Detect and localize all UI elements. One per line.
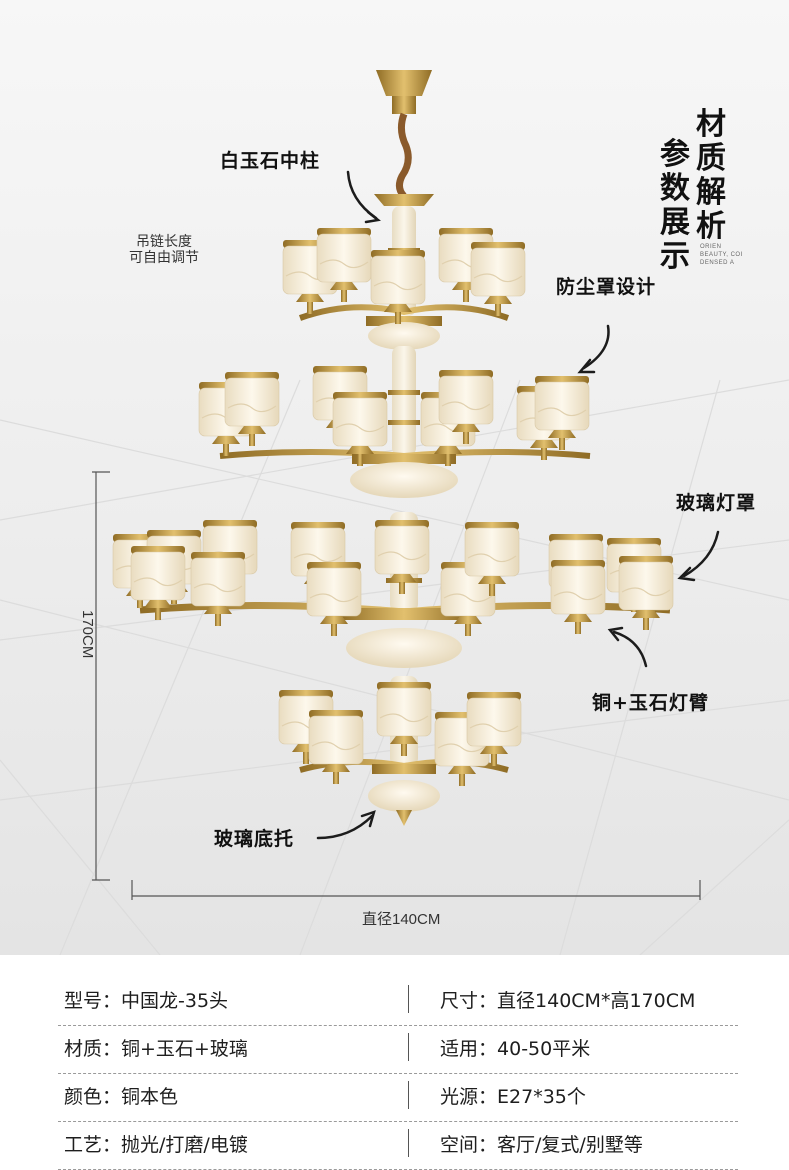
spec-value: 40-50平米	[497, 1037, 591, 1060]
spec-row: 工艺： 抛光/打磨/电镀 空间： 客厅/复式/别墅等	[58, 1117, 738, 1170]
chandelier-illustration	[0, 70, 789, 955]
callout-dust-cover: 防尘罩设计	[556, 276, 657, 298]
spec-value: 直径140CM*高170CM	[497, 989, 696, 1012]
product-stage: 白玉石中柱 防尘罩设计 玻璃灯罩 铜+玉石灯臂 玻璃底托 吊链长度 可自由调节 …	[0, 0, 789, 955]
chain-note-line2: 可自由调节	[129, 250, 199, 266]
spec-key: 材质：	[64, 1037, 122, 1060]
chain-note-line1: 吊链长度	[136, 234, 192, 250]
spec-divider	[408, 1081, 409, 1109]
callout-copper-jade-arm: 铜+玉石灯臂	[592, 692, 709, 714]
chain-length-note: 吊链长度 可自由调节	[104, 234, 224, 266]
height-dimension-label: 170CM	[79, 610, 96, 659]
spec-key: 型号：	[64, 989, 122, 1012]
spec-key: 空间：	[440, 1133, 498, 1156]
spec-value: 客厅/复式/别墅等	[497, 1133, 643, 1156]
spec-key: 颜色：	[64, 1085, 122, 1108]
side-title: 材 质 解 析 参 数 展 示	[658, 107, 738, 274]
spec-divider	[408, 985, 409, 1013]
spec-key: 光源：	[440, 1085, 498, 1108]
callout-glass-base: 玻璃底托	[214, 828, 295, 850]
spec-key: 适用：	[440, 1037, 498, 1060]
callout-glass-shade: 玻璃灯罩	[676, 492, 757, 514]
spec-table: 型号： 中国龙-35头 尺寸： 直径140CM*高170CM 材质： 铜+玉石+…	[0, 955, 789, 1170]
spec-value: 铜本色	[121, 1085, 179, 1108]
spec-divider	[408, 1033, 409, 1061]
side-title-col1: 材 质 解 析	[696, 107, 726, 244]
spec-key: 工艺：	[64, 1133, 122, 1156]
spec-row: 颜色： 铜本色 光源： E27*35个	[58, 1069, 738, 1122]
spec-key: 尺寸：	[440, 989, 498, 1012]
spec-value: 中国龙-35头	[121, 989, 229, 1012]
dimension-lines	[92, 471, 701, 900]
spec-row: 材质： 铜+玉石+玻璃 适用： 40-50平米	[58, 1021, 738, 1074]
spec-value: E27*35个	[497, 1085, 586, 1108]
spec-divider	[408, 1129, 409, 1157]
callout-center-column: 白玉石中柱	[220, 150, 321, 172]
diameter-dimension-label: 直径140CM	[362, 911, 441, 928]
spec-value: 铜+玉石+玻璃	[121, 1037, 248, 1060]
spec-row: 型号： 中国龙-35头 尺寸： 直径140CM*高170CM	[58, 973, 738, 1026]
spec-value: 抛光/打磨/电镀	[121, 1133, 248, 1156]
side-title-col2: 参 数 展 示	[660, 137, 690, 274]
decor-small-text: ORIEN BEAUTY, COI DENSED A	[700, 244, 743, 266]
callout-arrows	[316, 170, 720, 840]
